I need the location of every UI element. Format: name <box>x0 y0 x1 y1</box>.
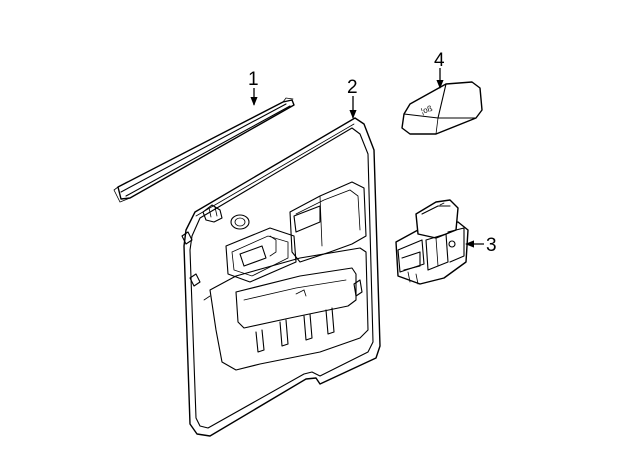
callout-1: 1 <box>248 69 259 90</box>
part-2-door-trim-panel[interactable] <box>181 117 381 437</box>
callout-4: 4 <box>434 50 445 71</box>
callout-2: 2 <box>347 77 358 98</box>
part-3-window-switch[interactable] <box>395 199 469 285</box>
part-4-cover[interactable]: ¦oß <box>401 81 483 135</box>
cover-marking-text: ¦oß <box>420 104 434 116</box>
callout-3: 3 <box>486 235 497 256</box>
part-1-weatherstrip[interactable] <box>113 97 295 203</box>
